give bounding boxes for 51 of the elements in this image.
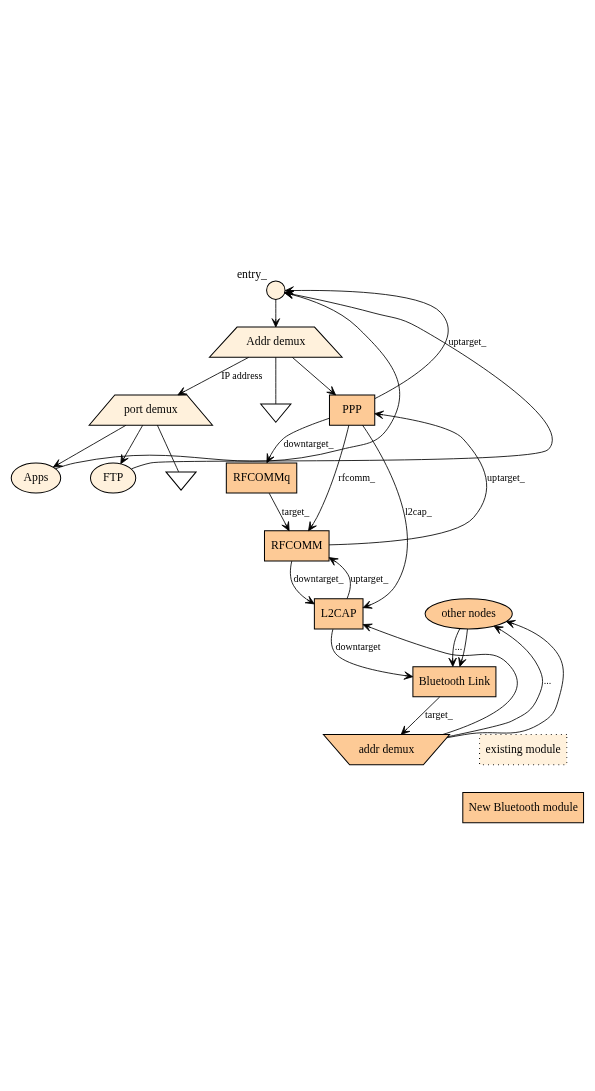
node-label: entry_ bbox=[236, 267, 267, 281]
node-box: PPP bbox=[328, 394, 376, 426]
edge-label: IP address bbox=[221, 369, 263, 381]
arrow bbox=[131, 290, 553, 470]
edge-label: target_ bbox=[425, 709, 453, 721]
legend-label: existing module bbox=[485, 742, 561, 756]
connector bbox=[157, 424, 179, 473]
arrow bbox=[400, 696, 441, 735]
edge-label: downtarget bbox=[335, 641, 381, 653]
arrow bbox=[328, 557, 351, 600]
node-ellipse: FTP bbox=[89, 462, 137, 494]
edge-label: downtarget_ bbox=[283, 437, 334, 449]
arrow bbox=[177, 356, 250, 396]
edge-label: ... bbox=[454, 641, 463, 653]
arrow bbox=[289, 560, 315, 605]
edge-label: rfcomm_ bbox=[338, 471, 376, 483]
arrow bbox=[271, 299, 280, 328]
arrow bbox=[448, 628, 461, 667]
arrow bbox=[120, 424, 144, 465]
node-triangle bbox=[259, 403, 292, 424]
arrow bbox=[362, 424, 408, 609]
edge-label: uptarget_ bbox=[448, 335, 487, 347]
edge-label: downtarget_ bbox=[293, 573, 344, 585]
arrow bbox=[284, 286, 449, 399]
node-triangle bbox=[164, 471, 198, 491]
arrow bbox=[446, 620, 564, 739]
node-ellipse: Apps bbox=[10, 462, 62, 494]
edge-label: ... bbox=[543, 675, 552, 687]
node-circle bbox=[266, 280, 286, 300]
arrow bbox=[328, 410, 488, 546]
arrow bbox=[458, 628, 468, 667]
arrow bbox=[362, 623, 518, 735]
arrow bbox=[308, 424, 350, 532]
edge-label: l2cap_ bbox=[404, 505, 432, 517]
edge-label: uptarget_ bbox=[350, 573, 389, 585]
node-box: L2CAP bbox=[313, 598, 364, 630]
arrow bbox=[55, 290, 400, 470]
node-box: Bluetooth Link bbox=[412, 666, 497, 698]
node-box: RFCOMM bbox=[263, 530, 330, 562]
arrow bbox=[291, 356, 336, 396]
arrow bbox=[52, 424, 127, 468]
arrow bbox=[266, 417, 330, 464]
node-box: RFCOMMq bbox=[225, 462, 298, 494]
arrow bbox=[330, 628, 414, 680]
edge-label: uptarget_ bbox=[487, 471, 525, 483]
connector bbox=[275, 356, 277, 405]
edge-label: target_ bbox=[281, 505, 310, 517]
node-ellipse: other nodes bbox=[424, 598, 513, 630]
legend-label: New Bluetooth module bbox=[468, 800, 578, 814]
arrow bbox=[268, 492, 290, 532]
arrow bbox=[447, 625, 543, 738]
